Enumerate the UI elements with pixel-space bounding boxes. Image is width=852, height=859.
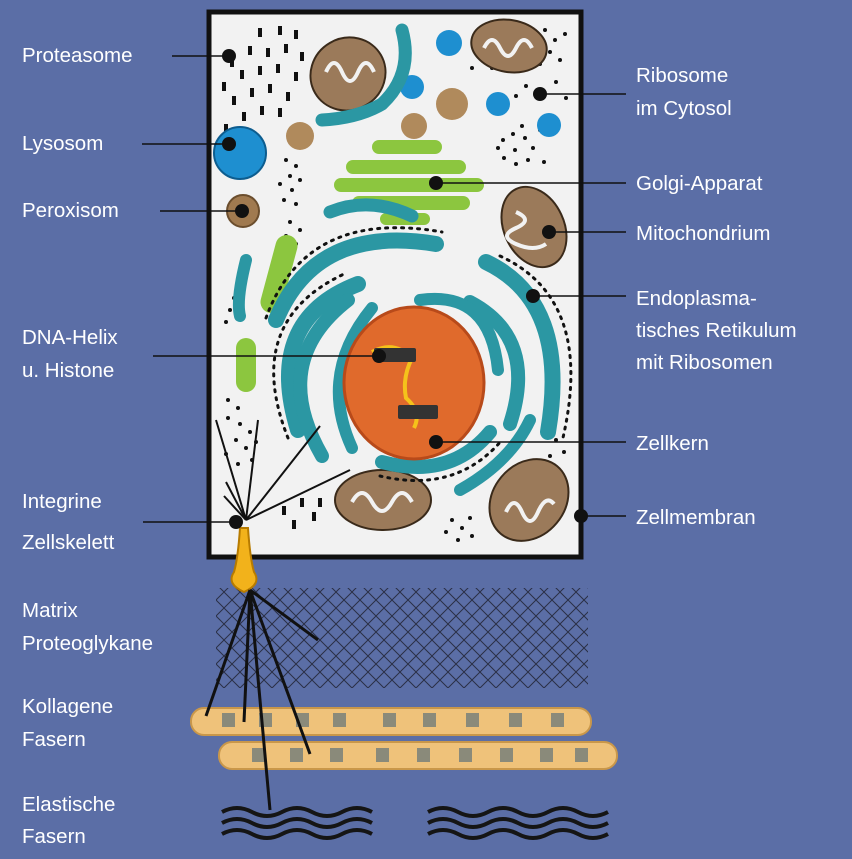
label-matrix-line2: Proteoglykane <box>22 628 153 659</box>
label-zellskelett: Zellskelett <box>22 527 114 558</box>
label-zellkern: Zellkern <box>636 428 709 459</box>
label-ribosome-line2: im Cytosol <box>636 93 732 124</box>
lysosome <box>214 127 266 179</box>
label-kollagene-line1: Kollagene <box>22 691 113 722</box>
label-elastische-line2: Fasern <box>22 821 86 852</box>
label-kollagene-line2: Fasern <box>22 724 86 755</box>
label-dna-helix-line2: u. Histone <box>22 355 114 386</box>
label-golgi: Golgi-Apparat <box>636 168 762 199</box>
label-matrix-line1: Matrix <box>22 595 78 626</box>
label-er-line2: tisches Retikulum <box>636 315 797 346</box>
label-dna-helix-line1: DNA-Helix <box>22 322 118 353</box>
label-lysosom: Lysosom <box>22 128 103 159</box>
label-ribosome-line1: Ribosome <box>636 60 728 91</box>
extracellular-matrix <box>216 588 588 688</box>
label-integrine: Integrine <box>22 486 102 517</box>
elastic-fibers <box>222 808 608 838</box>
label-zellmembran: Zellmembran <box>636 502 756 533</box>
label-elastische-line1: Elastische <box>22 789 115 820</box>
label-peroxisom: Peroxisom <box>22 195 119 226</box>
label-er-line1: Endoplasma- <box>636 283 757 314</box>
nucleus <box>344 307 484 459</box>
label-proteasome: Proteasome <box>22 40 133 71</box>
label-mitochondrium: Mitochondrium <box>636 218 770 249</box>
label-er-line3: mit Ribosomen <box>636 347 773 378</box>
collagen-fibers <box>191 708 617 769</box>
